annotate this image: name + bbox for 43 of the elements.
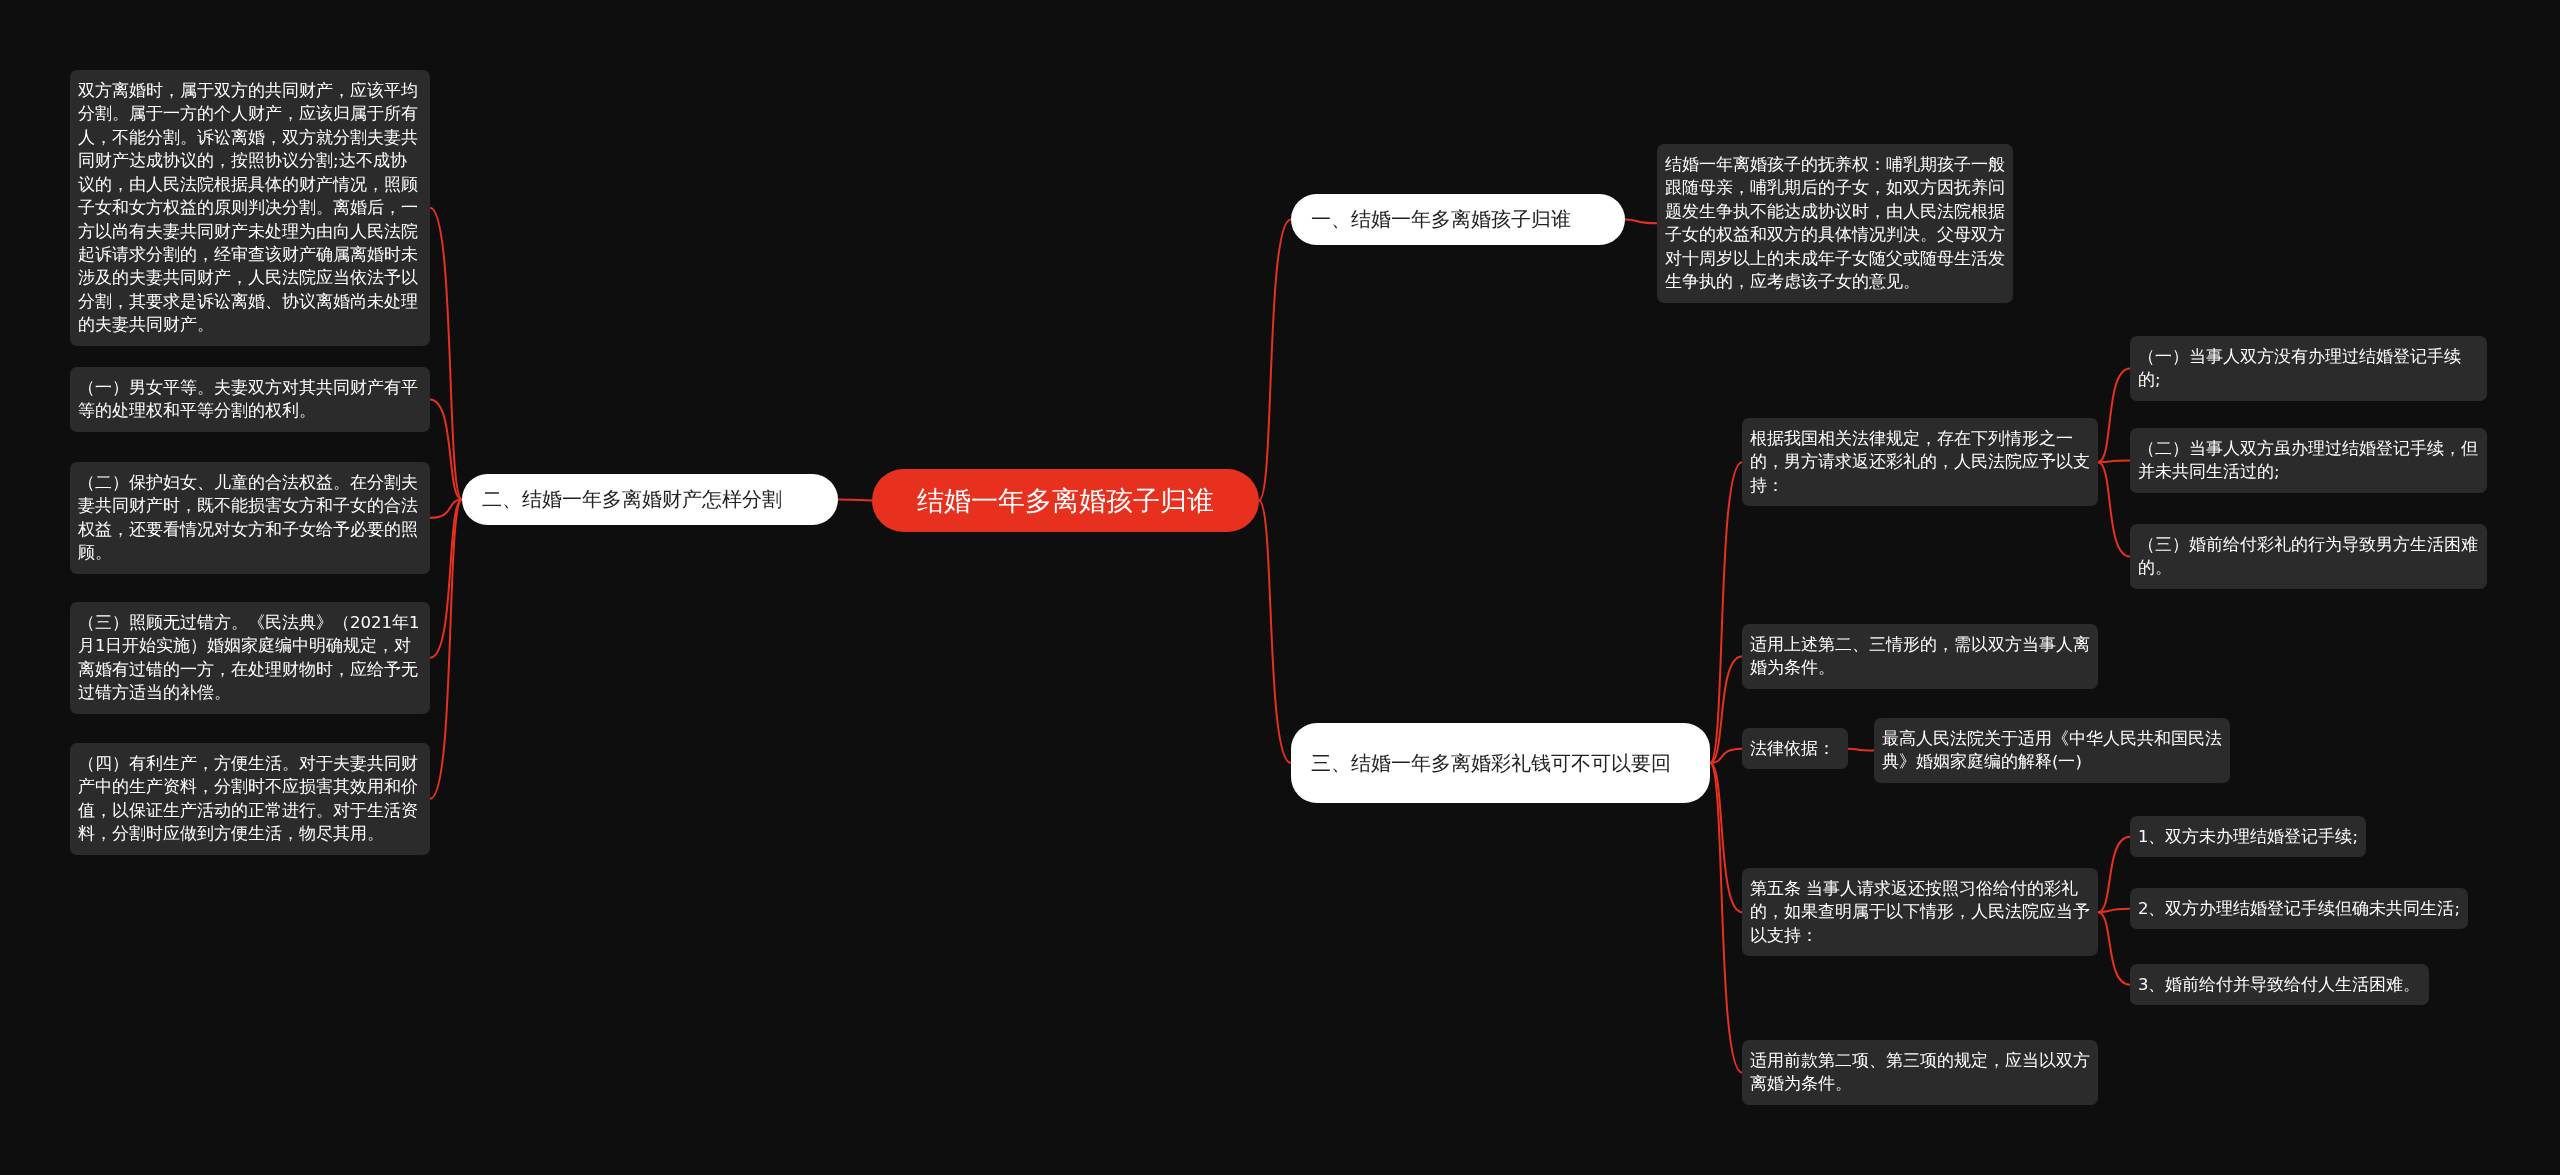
connector-line	[1709, 655, 1743, 764]
note-card: 第五条 当事人请求返还按照习俗给付的彩礼的，如果查明属于以下情形，人民法院应当予以支持：	[1742, 868, 2098, 957]
connector-line	[1709, 762, 1743, 1074]
connector-line	[429, 498, 463, 519]
connector-line	[429, 498, 463, 659]
note-card: （一）男女平等。夫妻双方对其共同财产有平等的处理权和平等分割的权利。	[70, 367, 430, 432]
note-card: （三）照顾无过错方。《民法典》（2021年1月1日开始实施）婚姻家庭编中明确规定，对离婚有过错的一方，在处理财物时，应给予无过错方适当的补偿。	[70, 602, 430, 714]
connector-line	[1258, 218, 1292, 502]
note-card: 1、双方未办理结婚登记手续;	[2130, 816, 2367, 858]
note-card: （四）有利生产，方便生活。对于夫妻共同财产中的生产资料，分割时不应损害其效用和价值，以保证生产活动的正常进行。对于生活资料，分割时应做到方便生活，物尽其用。	[70, 743, 430, 855]
central-topic: 结婚一年多离婚孩子归谁	[872, 469, 1259, 532]
note-card: （二）当事人双方虽办理过结婚登记手续，但并未共同生活过的;	[2130, 428, 2487, 493]
connector-line	[1624, 218, 1658, 225]
note-card: 适用前款第二项、第三项的规定，应当以双方离婚为条件。	[1742, 1040, 2098, 1105]
note-card: 最高人民法院关于适用《中华人民共和国民法典》婚姻家庭编的解释(一)	[1874, 718, 2230, 783]
branch-topic: 三、结婚一年多离婚彩礼钱可不可以要回	[1291, 723, 1710, 803]
connector-line	[2097, 461, 2131, 558]
connector-line	[1847, 747, 1875, 752]
connector-line	[1258, 499, 1292, 764]
connector-line	[2097, 911, 2131, 986]
connector-line	[1709, 461, 1743, 764]
note-card: 适用上述第二、三情形的，需以双方当事人离婚为条件。	[1742, 624, 2098, 689]
note-card: 3、婚前给付并导致给付人生活困难。	[2130, 964, 2429, 1006]
connector-line	[2097, 459, 2131, 464]
connector-line	[1709, 762, 1743, 914]
note-card: 2、双方办理结婚登记手续但确未共同生活;	[2130, 888, 2469, 930]
branch-topic: 一、结婚一年多离婚孩子归谁	[1291, 194, 1625, 245]
connector-line	[1709, 747, 1743, 764]
connector-line	[837, 498, 873, 502]
connector-line	[429, 498, 463, 800]
note-card: 根据我国相关法律规定，存在下列情形之一的，男方请求返还彩礼的，人民法院应予以支持：	[1742, 418, 2098, 507]
connector-line	[2097, 907, 2131, 914]
note-card: 双方离婚时，属于双方的共同财产，应该平均分割。属于一方的个人财产，应该归属于所有人，不能分割。诉讼离婚，双方就分割夫妻共同财产达成协议的，按照协议分割;达不成协议的，由人民法院根据具体的财产情况，照顾子女和女方权益的原则判决分割。离婚后，一方以尚有夫妻共同财产未处理为由向人民法院起诉请求分割的，经审查该财产确属离婚时未涉及的夫妻共同财产，人民法院应当依法予以分割，其要求是诉讼离婚、协议离婚尚未处理的夫妻共同财产。	[70, 70, 430, 346]
connector-line	[429, 206, 463, 501]
note-card: 法律依据：	[1742, 728, 1848, 770]
note-card: （二）保护妇女、儿童的合法权益。在分割夫妻共同财产时，既不能损害女方和子女的合法权益，还要看情况对女方和子女给予必要的照顾。	[70, 462, 430, 574]
branch-topic: 二、结婚一年多离婚财产怎样分割	[462, 474, 838, 525]
note-card: 结婚一年离婚孩子的抚养权：哺乳期孩子一般跟随母亲，哺乳期后的子女，如双方因抚养问题发生争执不能达成协议时，由人民法院根据子女的权益和双方的具体情况判决。父母双方对十周岁以上的未成年子女随父或随母生活发生争执的，应考虑该子女的意见。	[1657, 144, 2013, 303]
connector-line	[429, 398, 463, 501]
connector-line	[2097, 835, 2131, 914]
note-card: （一）当事人双方没有办理过结婚登记手续的;	[2130, 336, 2487, 401]
note-card: （三）婚前给付彩礼的行为导致男方生活困难的。	[2130, 524, 2487, 589]
connector-line	[2097, 367, 2131, 464]
